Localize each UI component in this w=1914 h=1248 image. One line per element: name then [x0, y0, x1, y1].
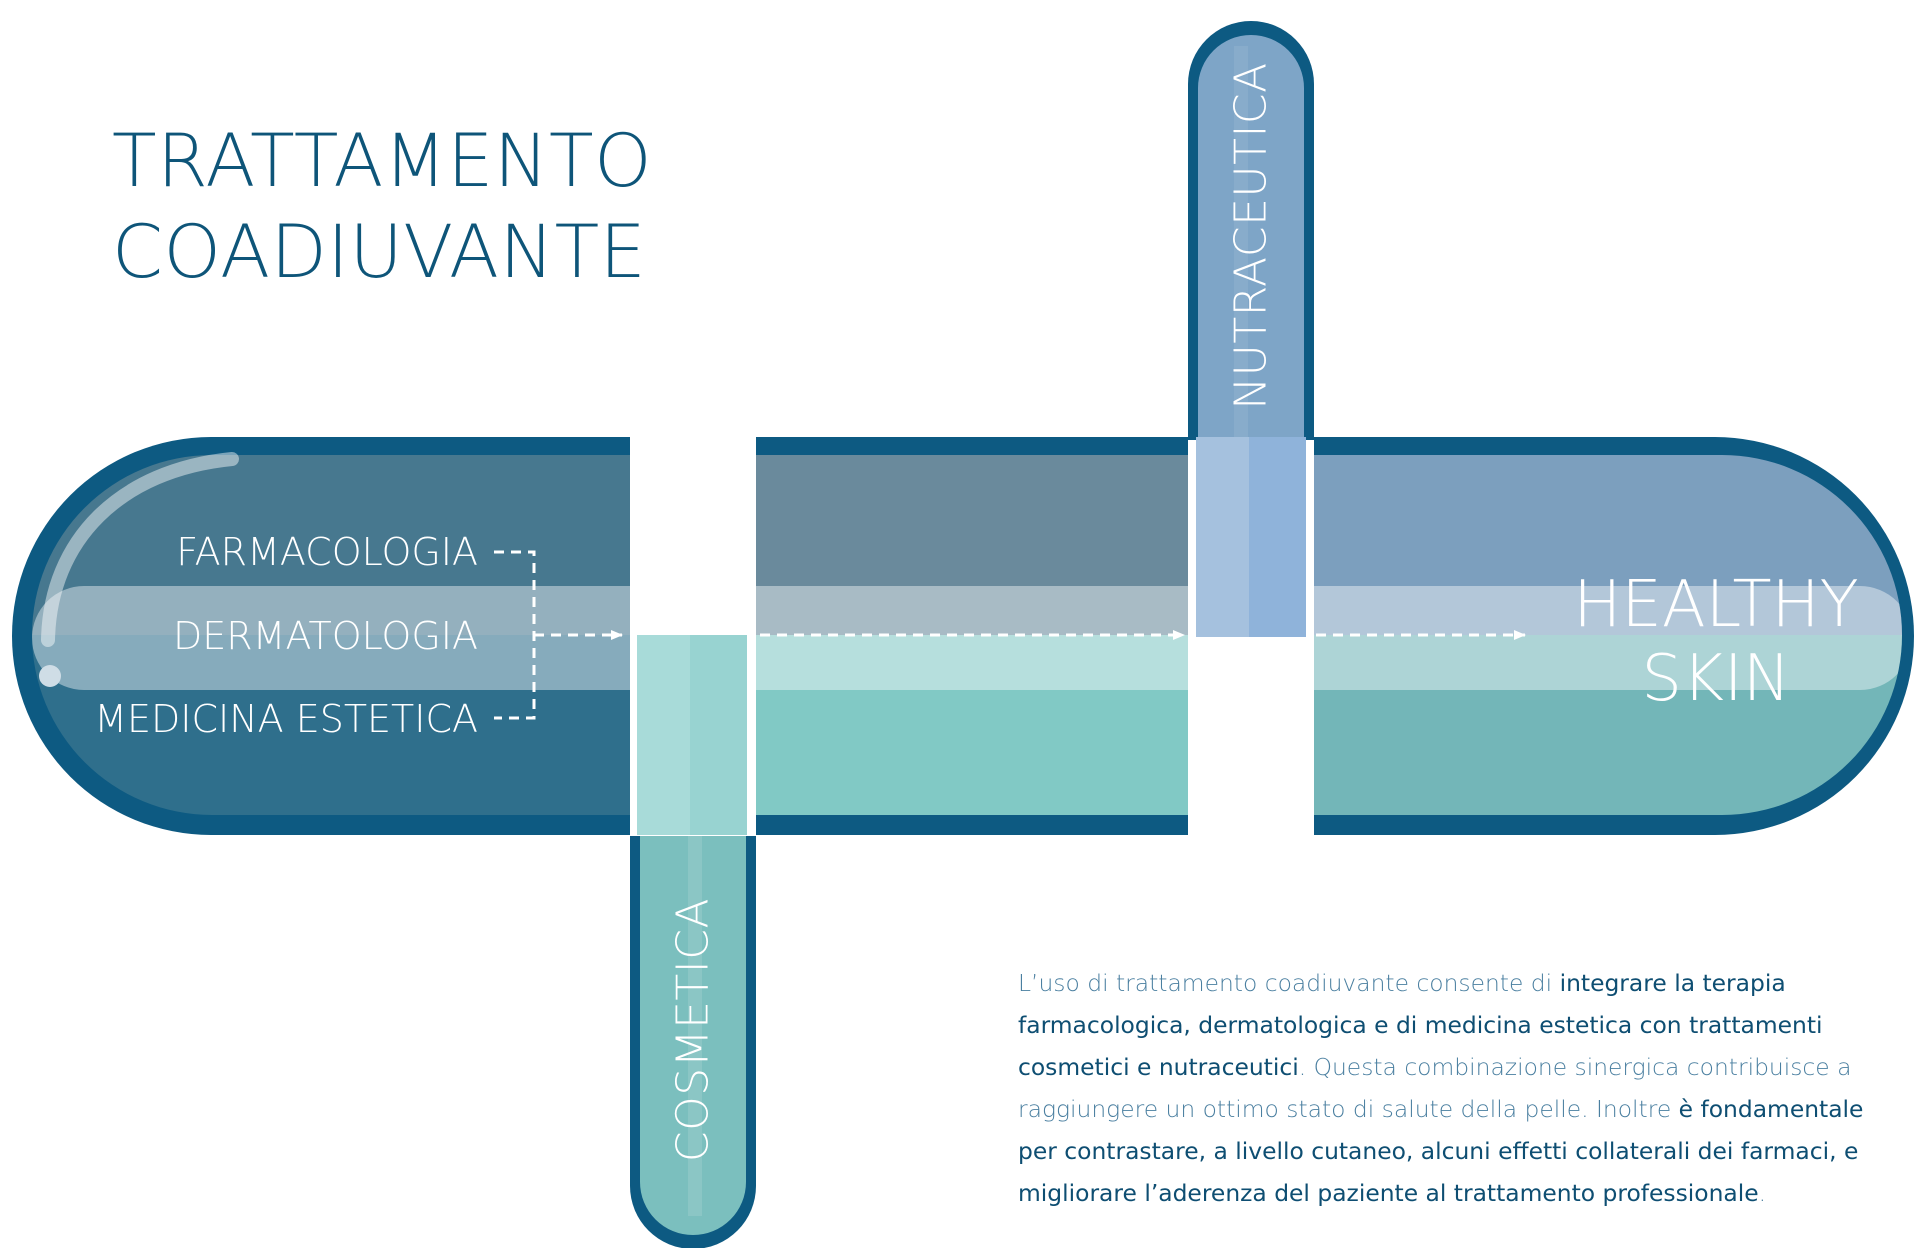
capsule-highlight-dot [39, 665, 61, 687]
description-text-1: L’uso di trattamento coadiuvante consent… [1018, 969, 1560, 997]
description-text-2: . Questa combinazione sinergica contribu… [1018, 1053, 1852, 1123]
cosmetica-capsule [630, 635, 756, 1248]
description-highlight-1: integrare la terapia farmacologica, derm… [1018, 969, 1823, 1081]
branch-label-cosmetica: COSMETICA [667, 897, 719, 1163]
input-label-farmacologia: FARMACOLOGIA [176, 530, 478, 574]
description-paragraph: L’uso di trattamento coadiuvante consent… [1018, 962, 1878, 1214]
outcome-line-2: SKIN [1641, 642, 1791, 716]
centre-band [32, 586, 1902, 690]
description-highlight-2: è fondamentale per contrastare, a livell… [1018, 1095, 1864, 1207]
title-line-2: COADIUVANTE [112, 210, 647, 295]
nutraceutica-capsule [1188, 21, 1314, 637]
input-connectors [494, 550, 623, 720]
outcome-label: HEALTHY SKIN [1566, 568, 1866, 716]
input-label-dermatologia: DERMATOLOGIA [172, 614, 478, 658]
input-label-medicina-estetica: MEDICINA ESTETICA [94, 697, 478, 741]
branch-label-nutraceutica: NUTRACEUTICA [1225, 62, 1277, 410]
capsule-highlight [41, 452, 239, 647]
capsule-fill [32, 455, 1902, 815]
outcome-line-1: HEALTHY [1573, 568, 1859, 642]
title-line-1: TRATTAMENTO [112, 119, 653, 204]
description-text-3: . [1758, 1179, 1767, 1207]
page-title: TRATTAMENTO COADIUVANTE [112, 116, 652, 298]
